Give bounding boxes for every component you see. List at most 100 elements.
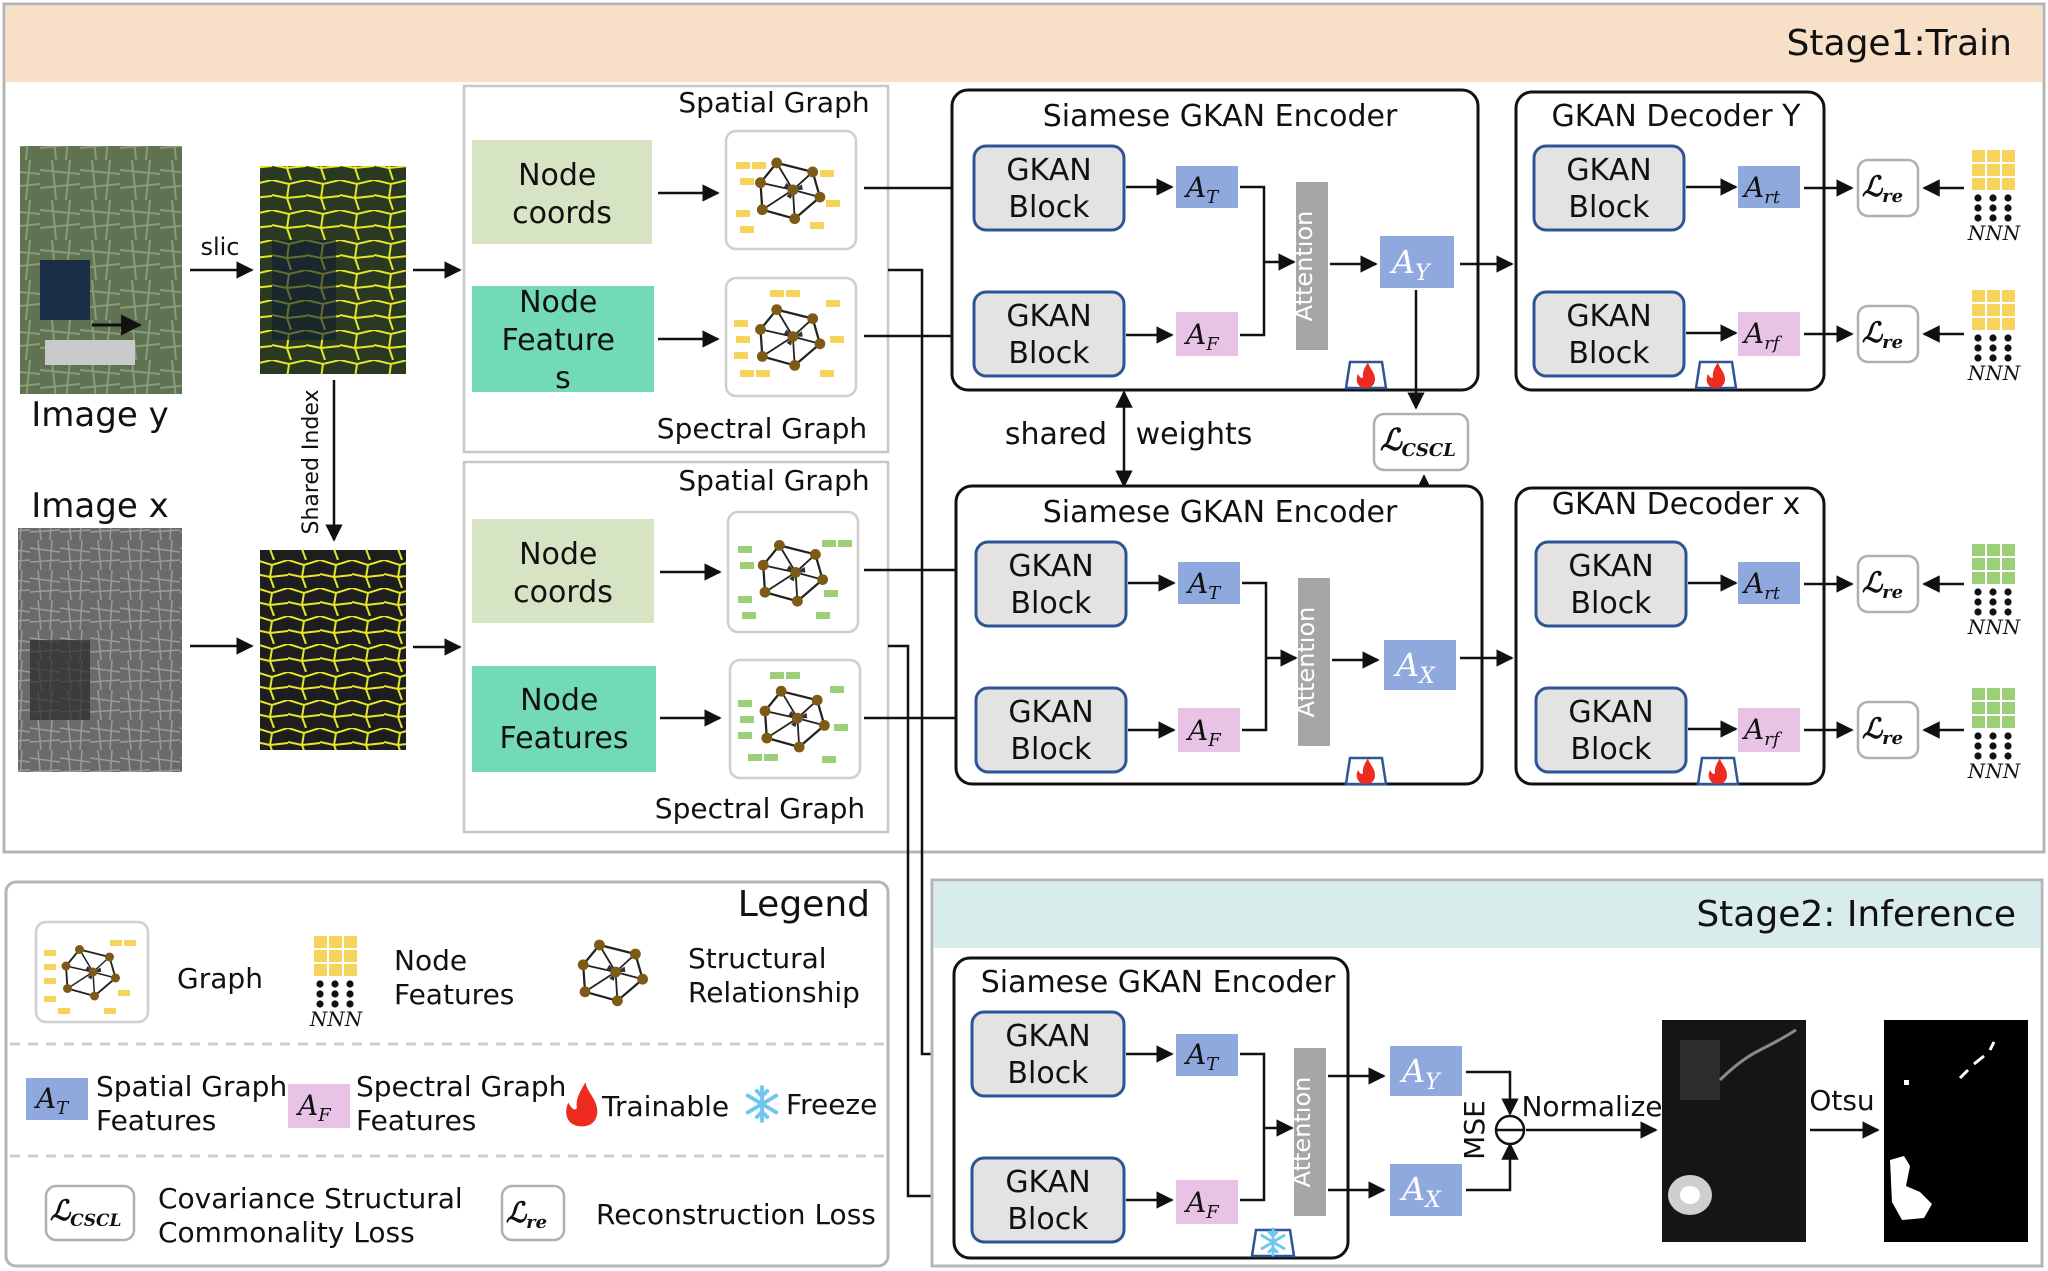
a-f-label-x: AF (1185, 714, 1222, 751)
cscl-label: ℒCSCL (1380, 423, 1456, 461)
node-coords-box-x (472, 519, 654, 623)
graph-panel-y: Spatial Graph Spectral Graph Node coords… (462, 84, 890, 454)
legend-re-label: Reconstruction Loss (596, 1198, 876, 1231)
gkan-block-y-spectral (972, 290, 1126, 378)
inference-a-x-label: AX (1399, 1170, 1442, 1213)
stage2-header-band (934, 882, 2040, 948)
spatial-graph-icon-y (724, 129, 858, 251)
nnn-label: NNN (309, 1007, 364, 1031)
legend-title: Legend (738, 884, 870, 925)
a-x-feature (1384, 640, 1456, 690)
a-x-label: AX (1393, 646, 1436, 689)
segmented-image-y (260, 166, 406, 374)
encoder-inference-title: Siamese GKAN Encoder (981, 965, 1336, 1000)
reconstruction-losses: ℒre ℒre ℒre ℒre (1804, 158, 1964, 760)
attention-x-label: Attention (1292, 607, 1320, 718)
spectral-graph-label-y: Spectral Graph (657, 412, 867, 445)
decoder-y-block-2 (1532, 290, 1686, 378)
re-loss-2: ℒre (1856, 304, 1920, 364)
decoder-y-block-1 (1532, 144, 1686, 232)
decoder-y-title: GKAN Decoder Y (1552, 99, 1802, 134)
attention-inference (1294, 1048, 1326, 1216)
gkan-block-x-spectral (974, 686, 1128, 774)
target-node-features: NNN NNN NNN NNN (1967, 150, 2022, 783)
spectral-graph-label-x: Spectral Graph (655, 792, 865, 825)
segmented-image-x (260, 550, 406, 750)
a-t-label-x: AT (1185, 567, 1222, 604)
shared-index-label: Shared Index (299, 389, 324, 534)
binary-change-map (1884, 1020, 2028, 1242)
legend-a-t: AT (33, 1082, 70, 1119)
image-x-label: Image x (31, 486, 168, 526)
a-y-label: AY (1389, 243, 1432, 286)
spatial-graph-icon-x (726, 510, 860, 634)
a-rf-label-y: Arf (1741, 317, 1783, 354)
node-features-text-y: Node Feature s (502, 285, 625, 396)
node-features-box-y (472, 286, 654, 392)
legend-re-symbol: ℒre (506, 1196, 547, 1233)
weights-label: weights (1136, 417, 1253, 452)
node-coords-text-x: Node coords (513, 537, 613, 610)
gkan-block-inference-spatial (970, 1010, 1126, 1098)
a-t-label-y: AT (1183, 171, 1220, 208)
legend-spectral-feature (288, 1084, 350, 1128)
spatial-feature-a-t-x (1178, 562, 1240, 604)
legend-a-f: AF (295, 1089, 332, 1126)
legend-re-box (500, 1184, 566, 1242)
a-rf-label-x: Arf (1741, 713, 1783, 750)
attention-y-label: Attention (1290, 211, 1318, 322)
a-rf-feature-x (1738, 708, 1800, 752)
a-rt-feature-y (1738, 166, 1800, 208)
node-features-box-x (472, 666, 656, 772)
decoder-x-block-2 (1534, 686, 1688, 774)
target-features-x-1: NNN (1967, 544, 2022, 639)
nnn-label: NNN (1967, 759, 2022, 783)
slic-label: slic (200, 233, 239, 261)
graph-panel-x: Spatial Graph Spectral Graph Node coords… (462, 460, 890, 834)
shared-label: shared (1005, 417, 1107, 452)
legend-feature-stack: NNN (309, 936, 364, 1031)
a-y-feature (1380, 236, 1454, 288)
svg-text:ℒre: ℒre (1862, 170, 1903, 207)
encoder-x-title: Siamese GKAN Encoder (1043, 495, 1398, 530)
target-features-x-2: NNN (1967, 688, 2022, 783)
node-features-icon: NNN (309, 936, 364, 1031)
difference-map (1662, 1020, 1806, 1242)
target-features-y-1: NNN (1967, 150, 2022, 245)
stage1-title: Stage1:Train (1787, 23, 2012, 64)
inference-a-t-label: AT (1183, 1038, 1220, 1075)
spatial-graph-label-x: Spatial Graph (678, 464, 869, 497)
decoder-x-title: GKAN Decoder x (1552, 487, 1800, 522)
spatial-graph-label-y: Spatial Graph (678, 86, 869, 119)
node-features-text-x: Node Features (500, 683, 629, 756)
legend-graph-label: Graph (177, 962, 263, 995)
legend-freeze-label: Freeze (786, 1088, 877, 1121)
re-loss-4: ℒre (1856, 700, 1920, 760)
nnn-label: NNN (1967, 361, 2022, 385)
target-features-y-2: NNN (1967, 290, 2022, 385)
spatial-feature-a-t-y (1176, 166, 1238, 208)
gkan-block-y-spatial (972, 144, 1126, 232)
stage2-title: Stage2: Inference (1696, 894, 2016, 935)
inference-a-x (1390, 1164, 1462, 1216)
svg-text:ℒre: ℒre (1862, 712, 1903, 749)
otsu-label: Otsu (1809, 1084, 1874, 1117)
legend-cscl-box (44, 1184, 136, 1242)
nnn-label: NNN (1967, 221, 2022, 245)
spectral-graph-icon-y (724, 276, 858, 398)
a-rt-feature-x (1738, 562, 1800, 604)
